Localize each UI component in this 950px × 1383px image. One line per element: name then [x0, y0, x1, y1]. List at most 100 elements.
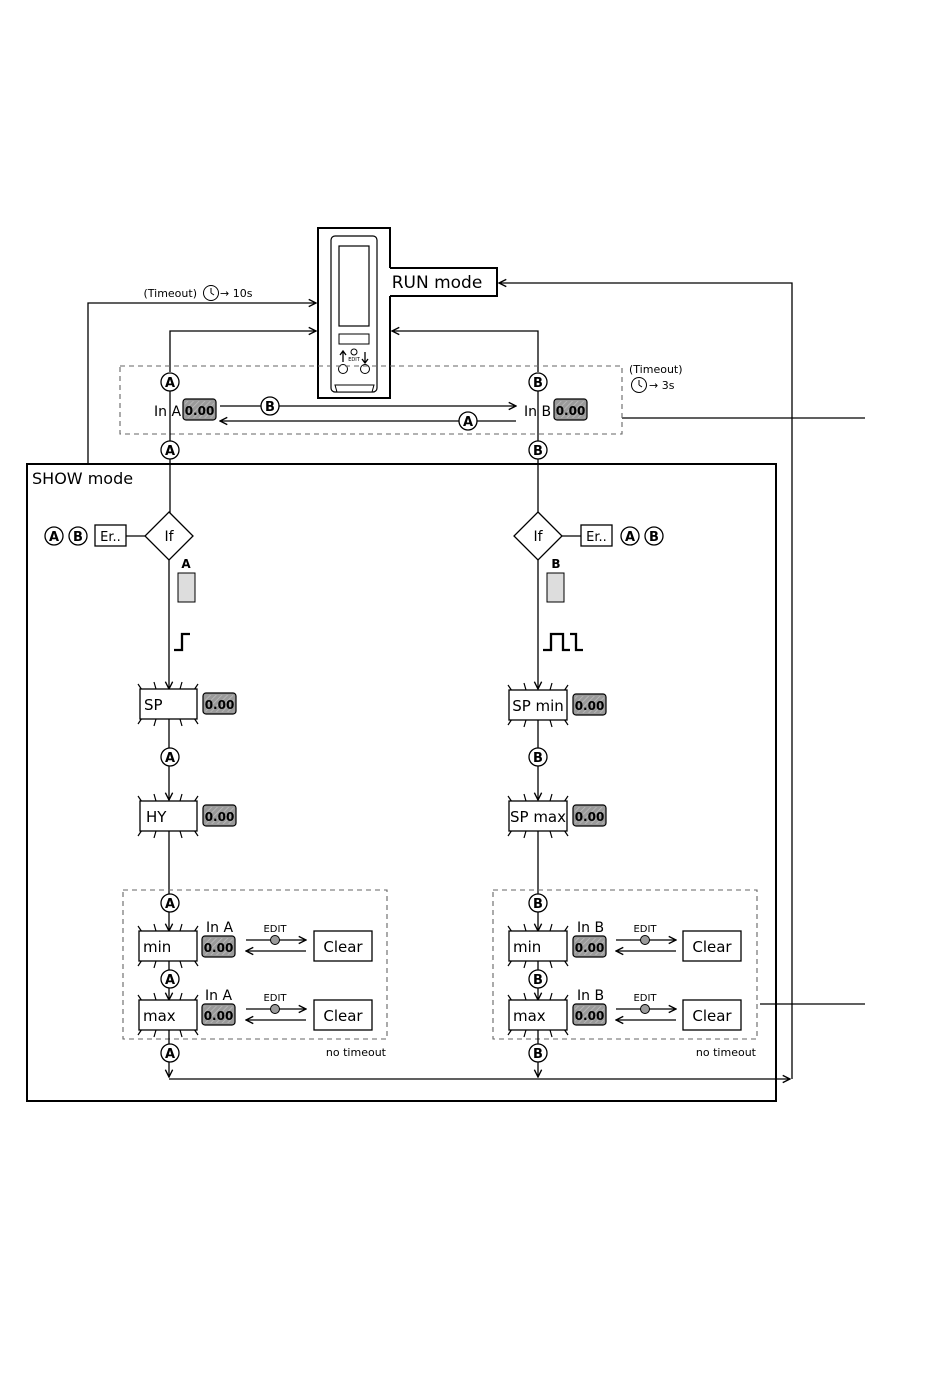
value-display: 0.00	[203, 693, 236, 714]
key-a-badge: A	[161, 441, 179, 459]
svg-text:A: A	[165, 1047, 175, 1062]
svg-text:A: A	[165, 973, 175, 988]
param-min-label: min	[143, 938, 171, 956]
param-sp-max-label: SP max	[510, 808, 566, 826]
edit-button-icon[interactable]	[641, 1005, 650, 1014]
svg-text:0.00: 0.00	[204, 1009, 234, 1023]
key-b-badge: B	[529, 441, 547, 459]
svg-text:B: B	[73, 530, 83, 545]
clear-label: Clear	[323, 938, 363, 956]
in-a-label: In A	[206, 920, 233, 936]
key-a-badge: A	[45, 527, 63, 545]
key-a-badge: A	[459, 412, 477, 430]
value-display: 0.00	[554, 399, 587, 420]
svg-text:B: B	[533, 376, 543, 391]
value-display: 0.00	[203, 805, 236, 826]
switch-point-symbol	[174, 634, 190, 650]
param-min-label: min	[513, 938, 541, 956]
if-decision-b: If	[514, 512, 562, 560]
output-b-label: B	[551, 557, 560, 571]
no-timeout-label: no timeout	[696, 1046, 757, 1059]
in-a-label: In A	[154, 404, 181, 420]
svg-text:A: A	[165, 751, 175, 766]
window-mode-symbol	[543, 634, 583, 650]
in-b-label: In B	[577, 988, 604, 1004]
clear-label: Clear	[692, 1007, 732, 1025]
show-mode-title: SHOW mode	[32, 469, 133, 488]
edit-label: EDIT	[633, 924, 657, 935]
svg-text:0.00: 0.00	[575, 699, 605, 713]
output-indicator	[178, 573, 195, 602]
edit-label: EDIT	[263, 924, 287, 935]
edit-label: EDIT	[633, 993, 657, 1004]
svg-text:A: A	[165, 376, 175, 391]
edit-button-icon[interactable]	[271, 1005, 280, 1014]
no-timeout-label: no timeout	[326, 1046, 387, 1059]
svg-text:If: If	[164, 529, 174, 545]
param-sp-min-label: SP min	[512, 697, 564, 715]
key-b-badge: B	[645, 527, 663, 545]
svg-text:0.00: 0.00	[575, 941, 605, 955]
key-a-badge: A	[161, 894, 179, 912]
svg-text:0.00: 0.00	[556, 404, 586, 418]
svg-text:0.00: 0.00	[185, 404, 215, 418]
in-b-label: In B	[577, 920, 604, 936]
svg-text:A: A	[625, 530, 635, 545]
svg-text:B: B	[533, 751, 543, 766]
svg-text:0.00: 0.00	[204, 941, 234, 955]
svg-text:B: B	[533, 897, 543, 912]
param-hy-label: HY	[146, 808, 167, 826]
timeout-3s-label: (Timeout)	[629, 363, 683, 376]
svg-text:B: B	[533, 444, 543, 459]
key-a-badge: A	[161, 748, 179, 766]
svg-text:B: B	[533, 973, 543, 988]
value-display: 0.00	[183, 399, 216, 420]
output-indicator	[547, 573, 564, 602]
device-display-icon	[339, 246, 369, 326]
svg-text:B: B	[533, 1047, 543, 1062]
clock-icon	[204, 286, 219, 301]
run-mode-title: RUN mode	[392, 273, 483, 293]
svg-text:0.00: 0.00	[205, 810, 235, 824]
value-display: 0.00	[573, 805, 606, 826]
svg-text:A: A	[165, 444, 175, 459]
svg-text:If: If	[533, 529, 543, 545]
edit-button-icon[interactable]	[271, 936, 280, 945]
value-display: 0.00	[573, 1004, 606, 1025]
svg-text:B: B	[649, 530, 659, 545]
value-display: 0.00	[202, 936, 235, 957]
value-display: 0.00	[202, 1004, 235, 1025]
svg-text:B: B	[265, 400, 275, 415]
if-decision-a: If	[145, 512, 193, 560]
param-max-label: max	[143, 1007, 176, 1025]
key-a-badge: A	[161, 970, 179, 988]
error-label: Er..	[100, 530, 121, 545]
key-a-badge: A	[161, 1044, 179, 1062]
key-b-badge: B	[261, 397, 279, 415]
value-display: 0.00	[573, 936, 606, 957]
output-a-label: A	[181, 557, 191, 571]
run-mode-device: EDIT RUN mode	[318, 228, 497, 398]
svg-text:A: A	[165, 897, 175, 912]
error-label: Er..	[586, 530, 607, 545]
clear-label: Clear	[692, 938, 732, 956]
param-sp-label: SP	[144, 696, 163, 714]
key-b-badge: B	[529, 894, 547, 912]
value-display: 0.00	[573, 694, 606, 715]
svg-text:A: A	[463, 415, 473, 430]
timeout-10s-label: (Timeout)	[143, 287, 197, 300]
edit-button-icon[interactable]	[641, 936, 650, 945]
timeout-3s-time: → 3s	[649, 379, 675, 392]
svg-text:0.00: 0.00	[205, 698, 235, 712]
key-b-badge: B	[529, 1044, 547, 1062]
clock-icon	[632, 378, 647, 393]
timeout-10s-time: → 10s	[220, 287, 253, 300]
key-b-badge: B	[529, 373, 547, 391]
clear-label: Clear	[323, 1007, 363, 1025]
svg-text:0.00: 0.00	[575, 1009, 605, 1023]
in-a-label: In A	[205, 988, 232, 1004]
param-max-label: max	[513, 1007, 546, 1025]
edit-label: EDIT	[263, 993, 287, 1004]
key-a-badge: A	[161, 373, 179, 391]
